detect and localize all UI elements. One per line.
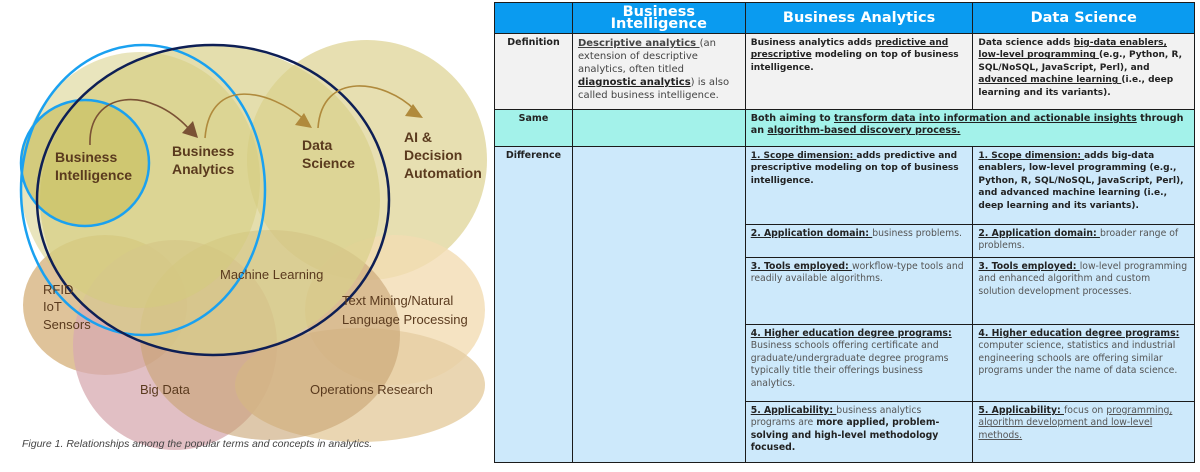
ba-applicability-bold: more applied, problem-solving and high-l…: [750, 417, 940, 454]
ds-education-body: computer science, statistics and industr…: [978, 340, 1178, 377]
ds-applicability-underlined: programming, algorithm development and l…: [978, 405, 1173, 441]
definition-bi-text-end: ) is also called business intelligence.: [577, 77, 730, 101]
definition-bi-text: (an extension of descriptive analytics, …: [577, 38, 716, 75]
difference-label: Difference: [494, 146, 573, 463]
ds-applicability-body: focus on: [1063, 405, 1107, 416]
difference-row-2: 2. Application domain: business problems…: [495, 224, 1195, 258]
definition-ba-term: predictive and prescriptive: [750, 38, 949, 61]
header-business-intelligence: Business Intelligence: [571, 2, 746, 34]
same-label: Same: [494, 109, 573, 147]
difference-ds-applicability: 5. Applicability: focus on programming, …: [972, 401, 1195, 463]
ds-domain-body: broader range of problems.: [978, 228, 1179, 252]
ds-education-head: 4. Higher education degree programs:: [978, 328, 1180, 339]
difference-row-5: 5. Applicability: business analytics pro…: [495, 401, 1195, 463]
definition-ds-text: Data science adds: [978, 38, 1074, 48]
ba-tools-body: workflow-type tools and readily availabl…: [750, 261, 964, 285]
definition-bi-term: Descriptive analytics: [577, 38, 700, 49]
same-transform: transform data into information and acti…: [833, 113, 1137, 124]
difference-row-3: 3. Tools employed: workflow-type tools a…: [495, 257, 1195, 325]
definition-ds-text-end: (i.e., deep learning and its variants).: [978, 75, 1174, 98]
definition-bi-diagnostic: diagnostic analytics: [577, 77, 691, 88]
definition-ba-text-end: modeling on top of business intelligence…: [750, 50, 959, 73]
same-bi-cell: [571, 109, 746, 147]
difference-ds-scope: 1. Scope dimension: adds big-data enable…: [972, 146, 1195, 225]
same-row: Same Both aiming to transform data into …: [494, 109, 1196, 147]
difference-ba-scope: 1. Scope dimension: adds predictive and …: [744, 146, 974, 225]
arrow-ds-to-ai-head: [405, 104, 423, 118]
difference-row-1: Difference 1. Scope dimension: adds pred…: [494, 146, 1195, 463]
difference-bi-cell: [571, 146, 746, 463]
difference-ba-applicability: 5. Applicability: business analytics pro…: [744, 401, 974, 463]
definition-ds-ml: advanced machine learning: [978, 75, 1122, 86]
figure-caption: Figure 1. Relationships among the popula…: [22, 438, 373, 450]
ba-education-body: Business schools offering certificate an…: [750, 340, 949, 389]
difference-ds-tools: 3. Tools employed: low-level programming…: [972, 257, 1195, 325]
arrow-bi-to-ba: [89, 98, 191, 146]
definition-ba-cell: Business analytics adds predictive and p…: [744, 33, 974, 110]
definition-ba-text: Business analytics adds: [750, 38, 875, 48]
same-algorithm: algorithm-based discovery process.: [767, 125, 961, 137]
ds-tools-head: 3. Tools employed:: [978, 261, 1080, 272]
business-analytics-outline: [19, 43, 267, 337]
same-shared-cell: Both aiming to transform data into infor…: [744, 109, 1196, 147]
ds-scope-body: adds big-data enablers, low-level progra…: [978, 151, 1184, 211]
definition-label: Definition: [494, 33, 573, 110]
table-header-row: Business Intelligence Business Analytics…: [494, 2, 1195, 34]
ds-domain-head: 2. Application domain:: [978, 228, 1100, 239]
ba-applicability-head: 5. Applicability:: [750, 405, 837, 416]
ba-scope-body: adds predictive and prescriptive modelin…: [750, 151, 959, 186]
arrow-ba-to-ds-head: [295, 113, 312, 128]
ba-domain-head: 2. Application domain:: [750, 228, 873, 239]
header-business-analytics: Business Analytics: [744, 2, 974, 34]
definition-bi-cell: Descriptive analytics (an extension of d…: [571, 33, 746, 110]
data-science-outline: [35, 43, 391, 357]
arrow-ds-to-ai: [317, 85, 416, 129]
definition-ds-cell: Data science adds big-data enablers, low…: [972, 33, 1195, 110]
same-text-mid: through an: [750, 113, 1184, 137]
header-data-science: Data Science: [972, 2, 1195, 34]
ba-education-head: 4. Higher education degree programs:: [750, 328, 952, 339]
label-machine-learning: Machine Learning: [220, 267, 323, 282]
ds-tools-body: low-level programming and enhanced algor…: [978, 261, 1188, 297]
difference-ba-domain: 2. Application domain: business problems…: [744, 224, 974, 258]
ds-applicability-head: 5. Applicability:: [978, 405, 1064, 416]
comparison-table: Business Intelligence Business Analytics…: [494, 2, 1196, 463]
ba-domain-body: business problems.: [872, 228, 963, 239]
same-text: Both aiming to: [750, 113, 834, 124]
header-empty: [494, 2, 573, 34]
business-intelligence-fill: [21, 99, 149, 225]
label-big-data: Big Data: [140, 382, 191, 397]
ba-tools-head: 3. Tools employed:: [750, 261, 852, 272]
ba-applicability-body: business analytics programs are: [750, 405, 922, 429]
ds-scope-head: 1. Scope dimension:: [978, 151, 1085, 161]
business-intelligence-outline: [19, 98, 151, 228]
difference-ds-domain: 2. Application domain: broader range of …: [972, 224, 1195, 258]
difference-ba-tools: 3. Tools employed: workflow-type tools a…: [744, 257, 974, 325]
difference-ds-education: 4. Higher education degree programs: com…: [972, 324, 1195, 402]
arrow-bi-to-ba-head: [182, 121, 198, 138]
definition-ds-examples: (e.g., Python, R, SQL/NoSQL, JavaScript,…: [978, 50, 1183, 73]
difference-ba-education: 4. Higher education degree programs:Busi…: [744, 324, 974, 402]
ba-scope-head: 1. Scope dimension:: [750, 151, 857, 161]
arrow-ba-to-ds: [204, 93, 306, 139]
definition-ds-term: big-data enablers, low-level programming: [978, 38, 1167, 61]
definition-row: Definition Descriptive analytics (an ext…: [494, 33, 1195, 110]
label-operations-research: Operations Research: [310, 382, 433, 397]
